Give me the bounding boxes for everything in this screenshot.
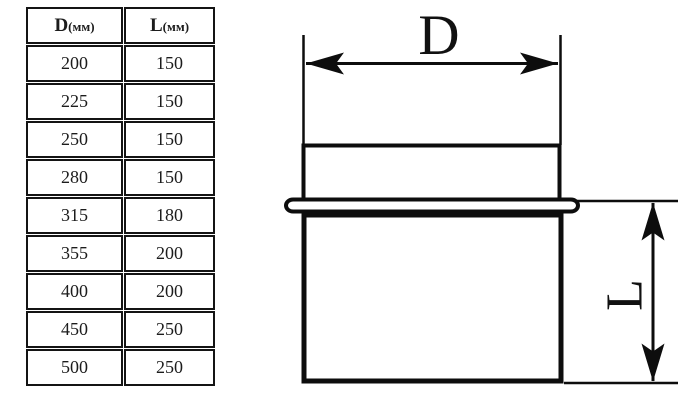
header-d-unit: (мм) [68,18,95,34]
cell-l: 180 [124,197,215,234]
cell-l: 200 [124,235,215,272]
cell-d: 400 [26,273,123,310]
l-arrowhead-up [641,202,665,241]
header-cell-d: D(мм) [26,7,123,44]
cell-l: 150 [124,159,215,196]
part-body-outline [301,212,564,384]
table-row: 355 200 [26,235,215,272]
part-collar-outline [301,143,562,203]
cell-d: 200 [26,45,123,82]
table-row: 280 150 [26,159,215,196]
cell-d: 500 [26,349,123,386]
table-header-row: D(мм) L(мм) [26,7,215,44]
d-dimension-label: D [418,4,459,67]
cell-l: 250 [124,311,215,348]
cell-d: 315 [26,197,123,234]
table-row: 450 250 [26,311,215,348]
cell-l: 150 [124,121,215,158]
dimensions-table: D(мм) L(мм) 200 150 225 150 250 150 280 … [25,6,216,387]
cell-d: 280 [26,159,123,196]
cell-l: 150 [124,45,215,82]
part-bead-ring [284,197,580,214]
cell-d: 355 [26,235,123,272]
cell-d: 250 [26,121,123,158]
cell-d: 225 [26,83,123,120]
cell-l: 250 [124,349,215,386]
table-row: 315 180 [26,197,215,234]
table-row: 500 250 [26,349,215,386]
table-row: 400 200 [26,273,215,310]
header-l-symbol: L [149,14,163,36]
header-l-unit: (мм) [162,18,190,34]
d-arrowhead-right [520,52,558,75]
cell-d: 450 [26,311,123,348]
cell-l: 150 [124,83,215,120]
d-arrowhead-left [306,52,344,75]
l-dimension-label: L [597,279,654,311]
header-d-symbol: D [54,14,69,36]
header-cell-l: L(мм) [124,7,215,44]
l-arrowhead-down [641,343,665,382]
table-row: 250 150 [26,121,215,158]
table-row: 200 150 [26,45,215,82]
table-row: 225 150 [26,83,215,120]
cell-l: 200 [124,273,215,310]
